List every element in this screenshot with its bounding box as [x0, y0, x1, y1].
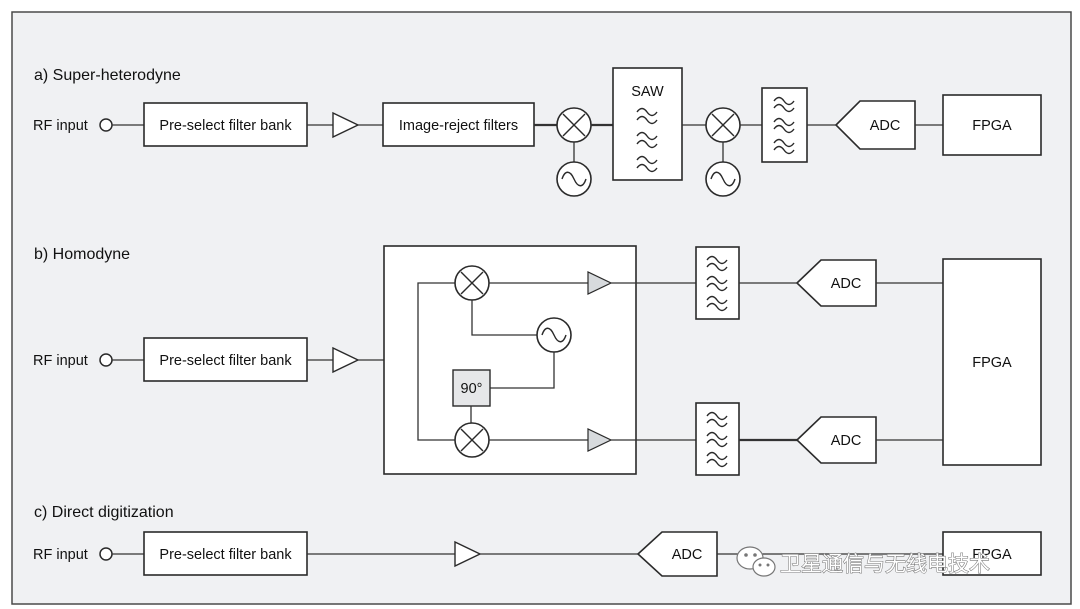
- amplifier-icon-i: [587, 271, 613, 295]
- preselect-filter-bank-b: Pre-select filter bank: [143, 337, 308, 382]
- oscillator-icon-a1: [556, 161, 592, 197]
- preselect-filter-bank-c: Pre-select filter bank: [143, 531, 308, 576]
- preselect-label-b: Pre-select filter bank: [159, 353, 292, 369]
- fpga-label-c: FPGA: [972, 547, 1012, 563]
- filter-symbols-saw: [636, 107, 658, 173]
- amplifier-icon-c: [454, 540, 482, 568]
- phase-shift-label: 90°: [461, 381, 483, 397]
- rf-input-port-c: [99, 547, 113, 561]
- adc-label-c: ADC: [672, 547, 703, 563]
- rf-input-label-b: RF input: [33, 353, 88, 369]
- amplifier-icon-a: [332, 111, 360, 139]
- section-title-a: a) Super-heterodyne: [34, 67, 181, 84]
- mixer-icon-i: [454, 265, 490, 301]
- rf-input-port-a: [99, 118, 113, 132]
- watermark-text: 卫星通信与无线电技术: [780, 552, 990, 576]
- mixer-icon-q: [454, 422, 490, 458]
- mixer-icon-a2: [705, 107, 741, 143]
- amplifier-icon-q: [587, 428, 613, 452]
- adc-label-a: ADC: [870, 118, 901, 134]
- image-reject-filters-a: Image-reject filters: [382, 102, 535, 147]
- rf-input-port-b: [99, 353, 113, 367]
- fpga-label-a: FPGA: [972, 118, 1012, 134]
- iq-demodulator-block: 90°: [383, 245, 637, 475]
- fpga-a: FPGA: [942, 94, 1042, 156]
- section-super-heterodyne: a) Super-heterodyne RF input Pre-select …: [33, 67, 1042, 197]
- amplifier-icon-b: [332, 346, 360, 374]
- fpga-label-b: FPGA: [972, 355, 1012, 371]
- adc-label-i: ADC: [831, 276, 862, 292]
- bandpass-filter-q: [695, 402, 740, 476]
- wechat-logo-icon: [736, 546, 776, 577]
- section-direct-digitization: c) Direct digitization RF input Pre-sele…: [33, 504, 1042, 577]
- image-reject-label-a: Image-reject filters: [399, 118, 518, 134]
- watermark: 卫星通信与无线电技术: [736, 546, 991, 577]
- preselect-label-a: Pre-select filter bank: [159, 118, 292, 134]
- oscillator-icon-b: [536, 317, 572, 353]
- section-title-c: c) Direct digitization: [34, 504, 174, 521]
- adc-label-q: ADC: [831, 433, 862, 449]
- fpga-c: FPGA: [942, 531, 1042, 576]
- fpga-b: FPGA: [942, 258, 1042, 466]
- mixer-icon-a1: [556, 107, 592, 143]
- oscillator-icon-a2: [705, 161, 741, 197]
- saw-filter-a: SAW: [612, 67, 683, 181]
- saw-label: SAW: [631, 84, 664, 100]
- section-homodyne: b) Homodyne RF input Pre-select filter b…: [33, 245, 1042, 476]
- phase-shift-90: 90°: [452, 369, 491, 407]
- adc-q: ADC: [795, 416, 877, 464]
- rf-input-label-c: RF input: [33, 547, 88, 563]
- rf-input-label-a: RF input: [33, 118, 88, 134]
- preselect-label-c: Pre-select filter bank: [159, 547, 292, 563]
- adc-c: ADC: [636, 531, 718, 577]
- bandpass-filter-a: [761, 87, 808, 163]
- section-title-b: b) Homodyne: [34, 246, 130, 263]
- preselect-filter-bank-a: Pre-select filter bank: [143, 102, 308, 147]
- bandpass-filter-i: [695, 246, 740, 320]
